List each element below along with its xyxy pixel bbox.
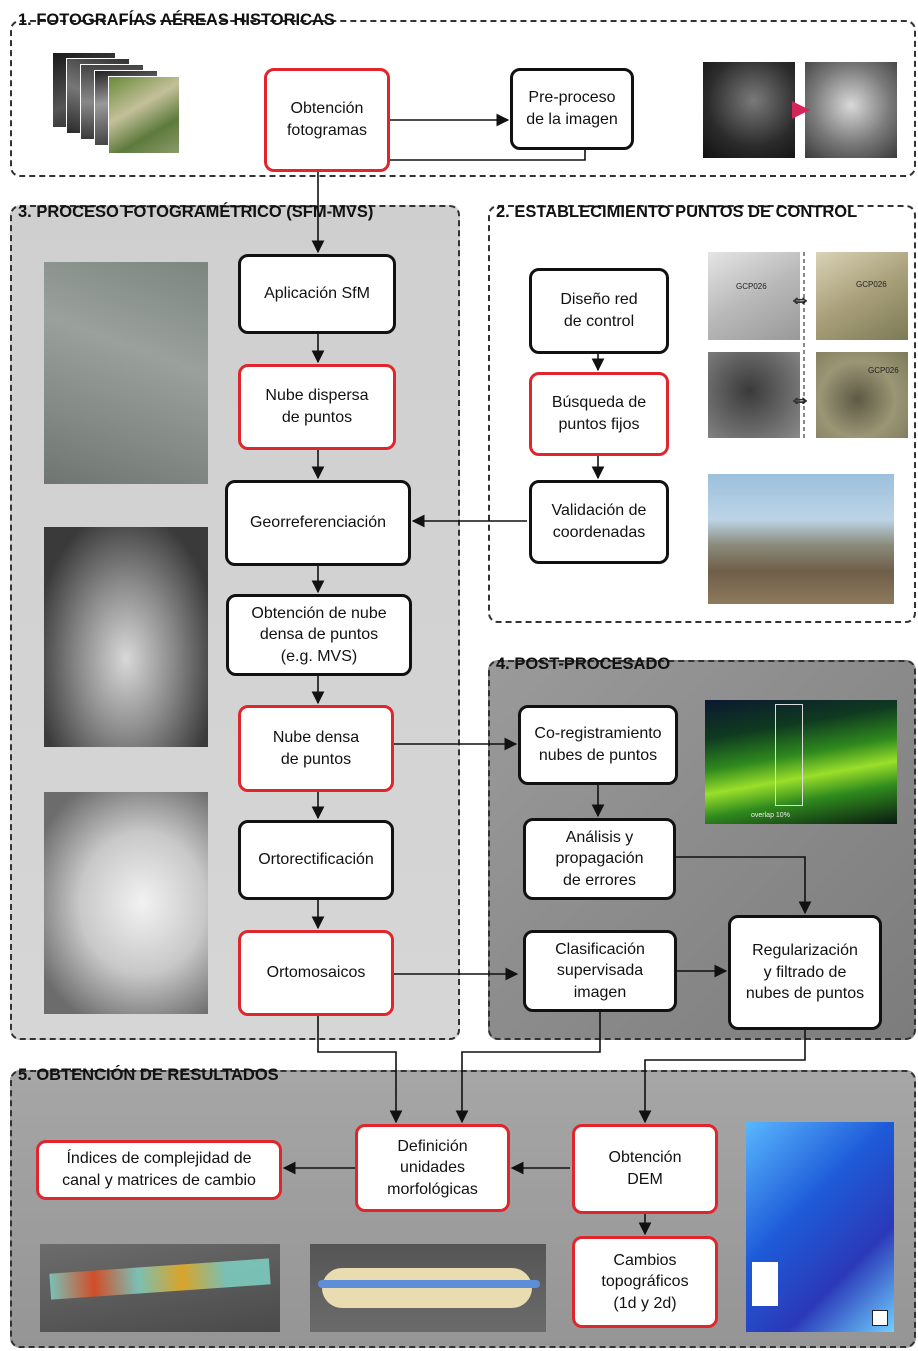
- gcp-photo-color-1: GCP026: [816, 252, 908, 340]
- gcp-label: GCP026: [856, 280, 887, 289]
- gcp-photo-grayscale-1: GCP026: [708, 252, 800, 340]
- co-registration-box: Co-registramiento nubes de puntos: [518, 705, 678, 785]
- aerial-grayscale-image-1: [44, 262, 208, 484]
- section-title-2: 2. ESTABLECIMIENTO PUNTOS DE CONTROL: [496, 203, 858, 221]
- channel-indices-box: Índices de complejidad de canal y matric…: [36, 1140, 282, 1200]
- overlap-frame: [775, 704, 803, 806]
- channel-complexity-map: [40, 1244, 280, 1332]
- raw-aerial-image: [703, 62, 795, 158]
- aerial-photo-stack-image: [52, 52, 182, 154]
- obtain-frames-box: Obtención fotogramas: [264, 68, 390, 172]
- dense-cloud-mvs-box: Obtención de nube densa de puntos (e.g. …: [226, 594, 412, 676]
- field-survey-photo: [708, 474, 894, 604]
- north-arrow-icon: [872, 1310, 888, 1326]
- processed-aerial-image: [805, 62, 897, 158]
- image-preprocess-box: Pre-proceso de la imagen: [510, 68, 634, 150]
- gcp-photo-grayscale-2: [708, 352, 800, 438]
- morphological-units-box: Definición unidades morfológicas: [355, 1124, 510, 1212]
- dem-map-image: [746, 1122, 894, 1332]
- section-title-5: 5. OBTENCIÓN DE RESULTADOS: [18, 1066, 279, 1084]
- section-title-1: 1. FOTOGRAFÍAS AÉREAS HISTORICAS: [18, 11, 335, 29]
- error-analysis-box: Análisis y propagación de errores: [523, 818, 676, 900]
- regularization-filtering-box: Regularización y filtrado de nubes de pu…: [728, 915, 882, 1030]
- gcp-label: GCP026: [736, 282, 767, 291]
- morphological-units-map: [310, 1244, 546, 1332]
- topographic-changes-box: Cambios topográficos (1d y 2d): [572, 1236, 718, 1328]
- sfm-application-box: Aplicación SfM: [238, 254, 396, 334]
- gcp-label: GCP026: [868, 366, 899, 375]
- orthorectification-box: Ortorectificación: [238, 820, 394, 900]
- double-arrow-icon: ⇔: [789, 286, 812, 312]
- sparse-cloud-box: Nube dispersa de puntos: [238, 364, 396, 450]
- point-cloud-overlap-image: overlap 10%: [705, 700, 897, 824]
- orthomosaics-box: Ortomosaicos: [238, 930, 394, 1016]
- overlap-label: overlap 10%: [751, 812, 790, 819]
- section-title-4: 4. POST-PROCESADO: [496, 655, 671, 673]
- control-network-design-box: Diseño red de control: [529, 268, 669, 354]
- georeferencing-box: Georreferenciación: [225, 480, 411, 566]
- supervised-classification-box: Clasificación supervisada imagen: [523, 930, 677, 1012]
- aerial-grayscale-image-2: [44, 527, 208, 747]
- dem-generation-box: Obtención DEM: [572, 1124, 718, 1214]
- aerial-grayscale-image-3: [44, 792, 208, 1014]
- coordinate-validation-box: Validación de coordenadas: [529, 480, 669, 564]
- double-arrow-icon: ⇔: [789, 386, 812, 412]
- dem-legend: [752, 1262, 778, 1306]
- section-title-3: 3. PROCESO FOTOGRAMÉTRICO (SFM-MVS): [18, 203, 374, 221]
- fixed-points-search-box: Búsqueda de puntos fijos: [529, 372, 669, 456]
- gcp-photo-color-2: GCP026: [816, 352, 908, 438]
- dense-cloud-box: Nube densa de puntos: [238, 705, 394, 792]
